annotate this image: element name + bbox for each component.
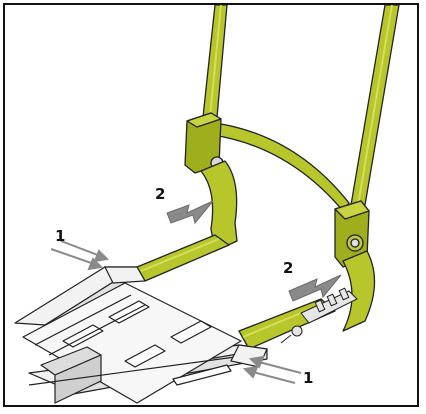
gray-arrow-icon (242, 355, 302, 384)
callout-step2-right: 2 (283, 259, 293, 277)
callout-step1-right: 1 (303, 369, 313, 387)
seat-frame (136, 5, 400, 350)
callout-step1-left: 1 (55, 227, 65, 245)
chassis-rails (14, 266, 268, 404)
illustration-frame: 1 2 2 1 (3, 3, 419, 407)
locking-mechanism (280, 287, 358, 344)
callout-step2-left: 2 (155, 185, 165, 203)
gray-block-arrow-icon (288, 274, 342, 302)
rail-ends (104, 266, 268, 368)
gray-block-arrow-icon (166, 200, 214, 225)
gray-arrow-icon (50, 240, 110, 271)
assembly-diagram: 1 2 2 1 (14, 5, 400, 404)
